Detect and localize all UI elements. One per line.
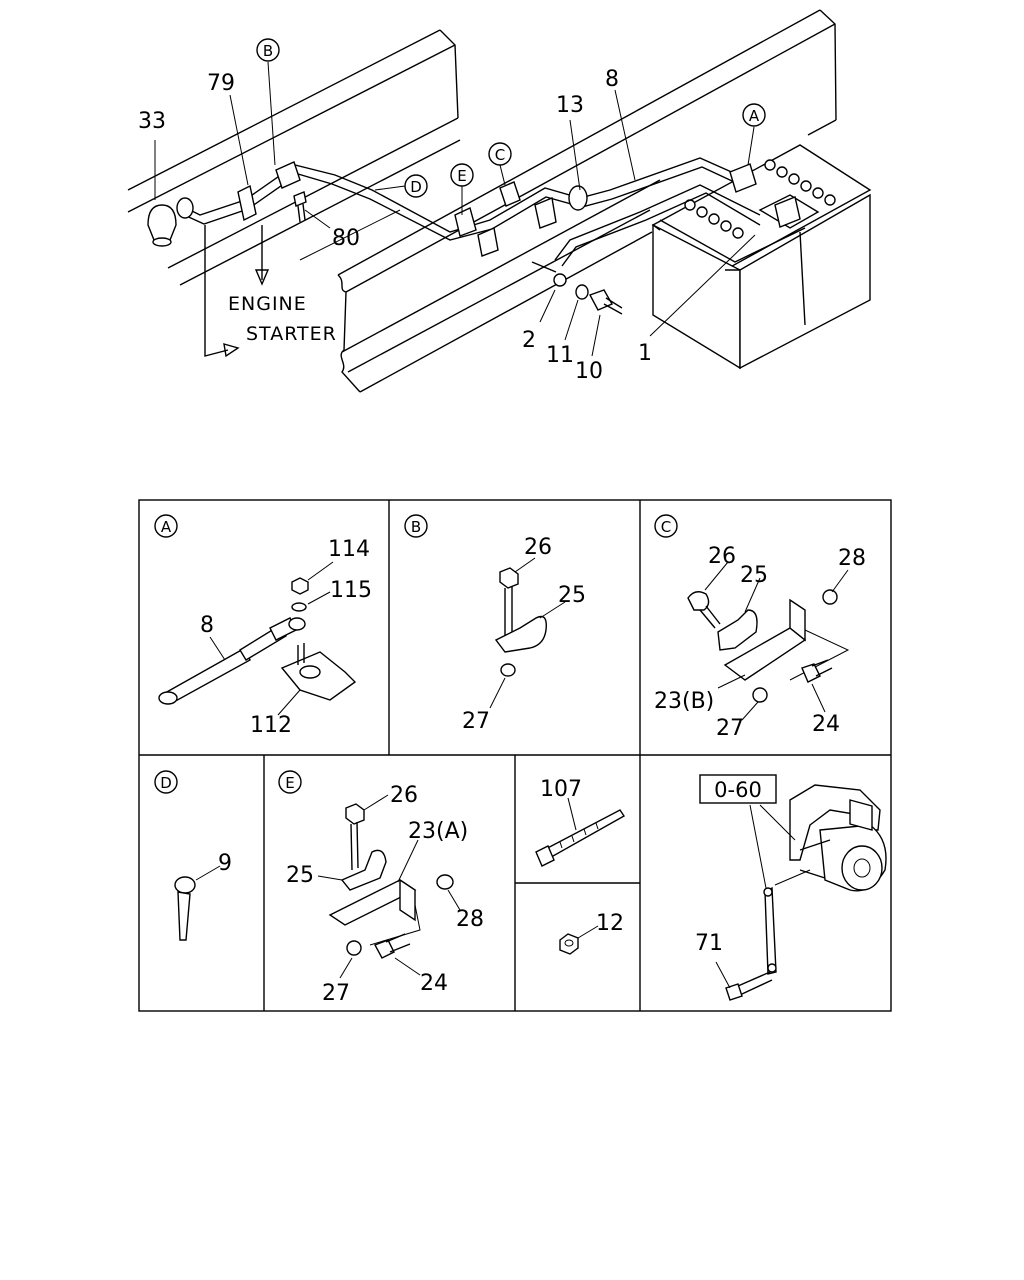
callout-1: 1 <box>638 341 652 366</box>
detail-panel-c: C 26 25 28 23(B) 27 24 <box>654 514 866 741</box>
clamps <box>237 161 801 257</box>
callout-80: 80 <box>332 226 360 251</box>
starter-label: STARTER <box>246 323 337 345</box>
front-frame-rail <box>337 9 837 393</box>
panel-a-8: 8 <box>200 613 214 638</box>
detail-panel-d: D 9 <box>154 770 232 941</box>
callout-2: 2 <box>522 328 536 353</box>
back-frame-rail <box>127 29 461 286</box>
panel-b-27: 27 <box>462 709 490 734</box>
panel-a-letter: A <box>161 518 172 536</box>
panel-h-71: 71 <box>695 931 723 956</box>
ref-circle-A: A <box>749 107 760 125</box>
panel-c-28: 28 <box>838 546 866 571</box>
bolts <box>293 191 623 315</box>
panel-e-27: 27 <box>322 981 350 1006</box>
panel-e-24: 24 <box>420 971 448 996</box>
ref-circle-E: E <box>457 167 466 185</box>
panel-c-27: 27 <box>716 716 744 741</box>
panel-b-25: 25 <box>558 583 586 608</box>
panel-d-9: 9 <box>218 851 232 876</box>
callout-10: 10 <box>575 359 603 384</box>
panel-c-25: 25 <box>740 563 768 588</box>
panel-f-107: 107 <box>540 777 582 802</box>
ref-circle-B: B <box>263 42 273 60</box>
panel-a-114: 114 <box>328 537 370 562</box>
main-callout-labels: 33 79 80 13 8 2 11 10 1 <box>138 67 652 384</box>
panel-e-28: 28 <box>456 907 484 932</box>
panel-b-letter: B <box>411 518 421 536</box>
panel-g-12: 12 <box>596 911 624 936</box>
panel-a-112: 112 <box>250 713 292 738</box>
detail-panel-cable-tie: 107 <box>535 777 626 867</box>
panel-h-ref: 0-60 <box>714 778 762 802</box>
panel-c-23b: 23(B) <box>654 689 714 714</box>
detail-panel-b: B 26 25 27 <box>404 514 586 734</box>
callout-79: 79 <box>207 71 235 96</box>
panel-e-23a: 23(A) <box>408 819 468 844</box>
panel-e-letter: E <box>285 774 294 792</box>
callout-33: 33 <box>138 109 166 134</box>
detail-panel-starter: 0-60 71 <box>695 774 887 1001</box>
detail-grid <box>138 499 892 1012</box>
engine-label: ENGINE <box>228 293 307 315</box>
detail-panel-e: E 26 23(A) 25 28 27 24 <box>278 770 484 1006</box>
detail-panel-nut: 12 <box>559 911 624 955</box>
callout-11: 11 <box>546 343 574 368</box>
panel-a-115: 115 <box>330 578 372 603</box>
ref-circle-C: C <box>495 146 505 164</box>
panel-c-letter: C <box>661 518 671 536</box>
panel-b-26: 26 <box>524 535 552 560</box>
panel-e-26: 26 <box>390 783 418 808</box>
leader-lines <box>154 61 756 357</box>
direction-arrows <box>204 225 270 358</box>
terminal-cap <box>147 204 177 247</box>
battery-pack <box>651 144 872 370</box>
ref-circle-D: D <box>410 178 422 196</box>
panel-e-25: 25 <box>286 863 314 888</box>
panel-c-24: 24 <box>812 712 840 737</box>
panel-c-26: 26 <box>708 544 736 569</box>
callout-13: 13 <box>556 93 584 118</box>
main-assembly-illustration: 33 79 80 13 8 2 11 10 1 B A C D E ENGINE… <box>127 9 872 393</box>
callout-8: 8 <box>605 67 619 92</box>
panel-d-letter: D <box>160 774 172 792</box>
battery-cables <box>176 157 761 287</box>
detail-panel-a: A 114 115 8 112 <box>154 514 372 738</box>
detail-reference-circles: B A C D E <box>256 38 766 198</box>
